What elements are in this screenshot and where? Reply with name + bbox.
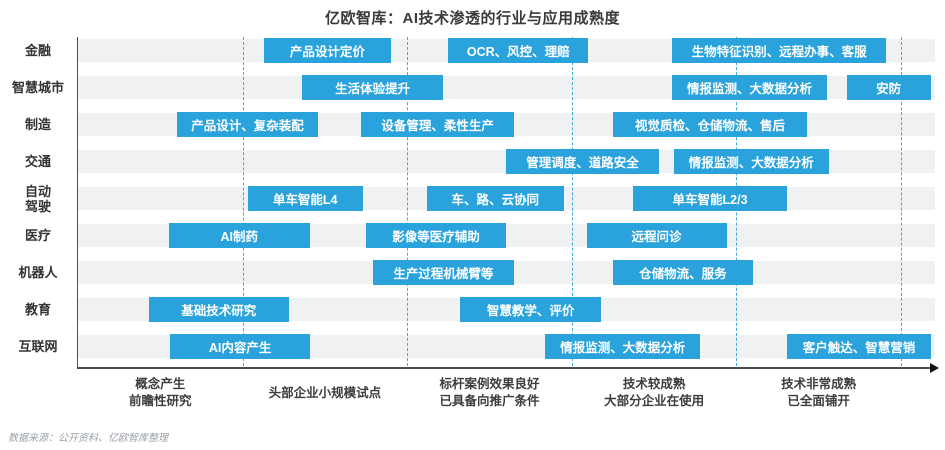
application-segment: AI制药: [168, 223, 311, 248]
application-segment: 影像等医疗辅助: [366, 223, 506, 248]
application-segment: 基础技术研究: [148, 297, 289, 322]
maturity-stage-label: 技术较成熟大部分企业在使用: [559, 373, 749, 413]
application-segment: 生产过程机械臂等: [372, 260, 515, 285]
application-segment: 管理调度、道路安全: [505, 149, 660, 174]
maturity-stage-label-line: 大部分企业在使用: [604, 394, 705, 408]
maturity-stage-label-line: 已具备向推广条件: [439, 394, 540, 408]
stage-separator-dashed-line: [242, 37, 244, 366]
x-axis-line: [76, 367, 931, 369]
application-segment: 产品设计、复杂装配: [176, 112, 319, 137]
application-segment: 安防: [846, 75, 931, 100]
application-segment: 设备管理、柔性生产: [361, 112, 515, 137]
industry-label-line: 自动: [24, 183, 51, 199]
industry-label: 教育: [4, 293, 72, 326]
application-segment: 产品设计定价: [263, 38, 391, 63]
application-segment: 仓储物流、服务: [612, 260, 753, 285]
application-segment: OCR、风控、理赔: [448, 38, 589, 63]
stage-separator-dashed-line: [571, 37, 573, 366]
industry-label-line: 驾驶: [24, 198, 51, 214]
application-segment: 情报监测、大数据分析: [673, 149, 829, 174]
maturity-stage-label-line: 概念产生: [135, 377, 186, 391]
application-segment: 情报监测、大数据分析: [545, 334, 701, 359]
y-axis-line: [76, 37, 78, 367]
application-segment: 生活体验提升: [301, 75, 444, 100]
maturity-stage-label-line: 头部企业小规模试点: [268, 385, 382, 400]
industry-label: 智慧城市: [4, 71, 72, 104]
industry-label: 金融: [4, 34, 72, 67]
industry-label: 制造: [4, 108, 72, 141]
industry-label: 交通: [4, 145, 72, 178]
application-segment: 视觉质检、仓储物流、售后: [612, 112, 808, 137]
industry-label: 互联网: [4, 330, 72, 363]
maturity-stage-label: 头部企业小规模试点: [230, 373, 420, 413]
application-segment: 客户触达、智慧营销: [787, 334, 931, 359]
industry-label-line: 智慧城市: [11, 80, 64, 95]
industry-label-line: 交通: [24, 154, 51, 169]
application-segment: 单车智能L2/3: [632, 186, 788, 211]
application-segment: AI内容产生: [170, 334, 311, 359]
maturity-stage-label: 概念产生前瞻性研究: [65, 373, 255, 413]
industry-label: 机器人: [4, 256, 72, 289]
industry-label-line: 医疗: [24, 228, 51, 243]
industry-label-line: 制造: [24, 117, 51, 132]
maturity-stage-label-line: 前瞻性研究: [129, 394, 192, 408]
industry-label: 自动驾驶: [4, 182, 72, 215]
application-segment: 车、路、云协同: [426, 186, 564, 211]
application-segment: 生物特征识别、远程办事、客服: [672, 38, 887, 63]
application-segment: 单车智能L4: [247, 186, 363, 211]
industry-label-line: 机器人: [18, 265, 58, 280]
application-segment: 情报监测、大数据分析: [672, 75, 827, 100]
maturity-stage-label: 标杆案例效果良好已具备向推广条件: [395, 373, 585, 413]
maturity-stage-label-line: 技术非常成熟: [781, 377, 857, 391]
stage-separator-dashed-line: [901, 37, 902, 366]
maturity-stage-label-line: 标杆案例效果良好: [439, 377, 540, 391]
industry-label: 医疗: [4, 219, 72, 252]
application-segment: 远程问诊: [586, 223, 727, 248]
maturity-stage-label: 技术非常成熟已全面铺开: [724, 373, 914, 413]
maturity-stage-label-line: 技术较成熟: [622, 377, 686, 391]
application-segment: 智慧教学、评价: [459, 297, 602, 322]
industry-label-line: 教育: [24, 302, 51, 317]
chart-title: 亿欧智库：AI技术渗透的行业与应用成熟度: [324, 10, 620, 27]
source-note: 数据来源：公开资料、亿欧智库整理: [8, 433, 168, 444]
industry-label-line: 金融: [24, 43, 51, 58]
x-axis-arrowhead: [930, 362, 939, 373]
maturity-stage-label-line: 已全面铺开: [787, 394, 850, 408]
industry-label-line: 互联网: [18, 339, 58, 354]
stage-separator-dashed-line: [407, 37, 409, 366]
